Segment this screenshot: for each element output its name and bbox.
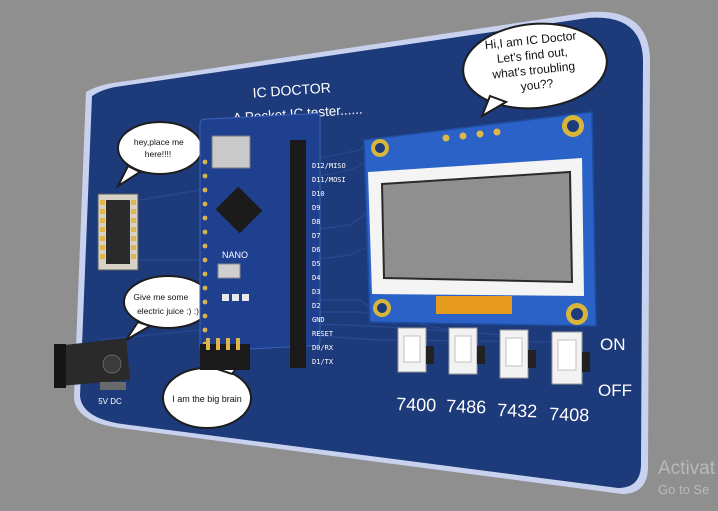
svg-text:Give me some electric ju: Give me some electric juice :) :) [133,292,199,316]
nano-pin-label: D2 [312,302,320,310]
nano-pin-label: D9 [312,204,320,212]
switch-on-label: ON [600,335,626,354]
nano-pin-label: D11/MOSI [312,176,346,184]
nano-pin-label: D12/MISO [312,162,346,170]
nano-pin-label: D5 [312,260,320,268]
brain-line: I am the big brain [172,394,242,404]
svg-text:hey,place me here!!!!: hey,place me here!!!! [134,137,186,159]
oled-screen [380,170,574,284]
dc-power-jack [54,338,130,390]
watermark-line-2: Go to Se [658,482,710,497]
place-speech-bubble: hey,place me here!!!! [115,121,203,189]
power-line: Give me some [133,292,188,302]
nano-pin-label: D1/TX [312,358,334,366]
nano-pin-label: GND [312,316,325,324]
ic-type-label: 7432 [497,400,538,421]
ic-select-switch-7432[interactable] [499,329,536,379]
greeting-speech-bubble: Hi,I am IC Doctor Let's find out, what's… [462,22,608,119]
ic-type-labels: 7400 7486 7432 7408 [396,394,590,425]
watermark-line-1: Activat [658,458,716,479]
ic-type-label: 7486 [446,396,487,417]
power-jack-label: 5V DC [98,397,122,406]
nano-chip [215,186,263,234]
nano-label: NANO [222,250,248,260]
place-line: hey,place me [134,137,184,147]
nano-pin-label: D0/RX [312,344,334,352]
oled-pins [442,128,501,142]
nano-pin-label: D6 [312,246,320,254]
oled-display-module [363,111,597,327]
nano-pin-label: RESET [312,330,334,338]
ic-type-label: 7408 [549,404,590,425]
greeting-line: you?? [520,76,554,93]
os-activation-watermark: Activat Go to Se [658,458,715,497]
ic-socket-pins [100,200,136,259]
ic-select-switch-7486[interactable] [448,327,485,375]
nano-pin-label: D4 [312,274,320,282]
nano-pin-label: D3 [312,288,320,296]
ic-select-switch-7400[interactable] [397,327,434,373]
switch-bank [397,327,590,385]
nano-pin-label: D8 [312,218,320,226]
switch-off-label: OFF [598,381,632,400]
nano-pin-label: D10 [312,190,325,198]
board-title: IC DOCTOR [252,79,331,100]
ic-type-label: 7400 [396,394,437,415]
crystal [217,263,241,279]
place-line: here!!!! [145,149,171,159]
power-line: electric juice :) :) [137,306,199,316]
nano-leds [222,294,249,301]
nano-pin-label: D7 [312,232,320,240]
icsp-header [200,338,250,370]
arduino-nano: NANO D12/MISO D11/MOSI D10 D9 D8 D7 D6 D… [199,112,346,370]
usb-connector [211,135,251,169]
nano-pin-header [290,140,306,368]
ic-select-switch-7408[interactable] [551,331,590,385]
oled-flex-cable [436,296,512,314]
ic-socket [97,193,139,271]
nano-pin-labels: D12/MISO D11/MOSI D10 D9 D8 D7 D6 D5 D4 … [312,162,346,366]
